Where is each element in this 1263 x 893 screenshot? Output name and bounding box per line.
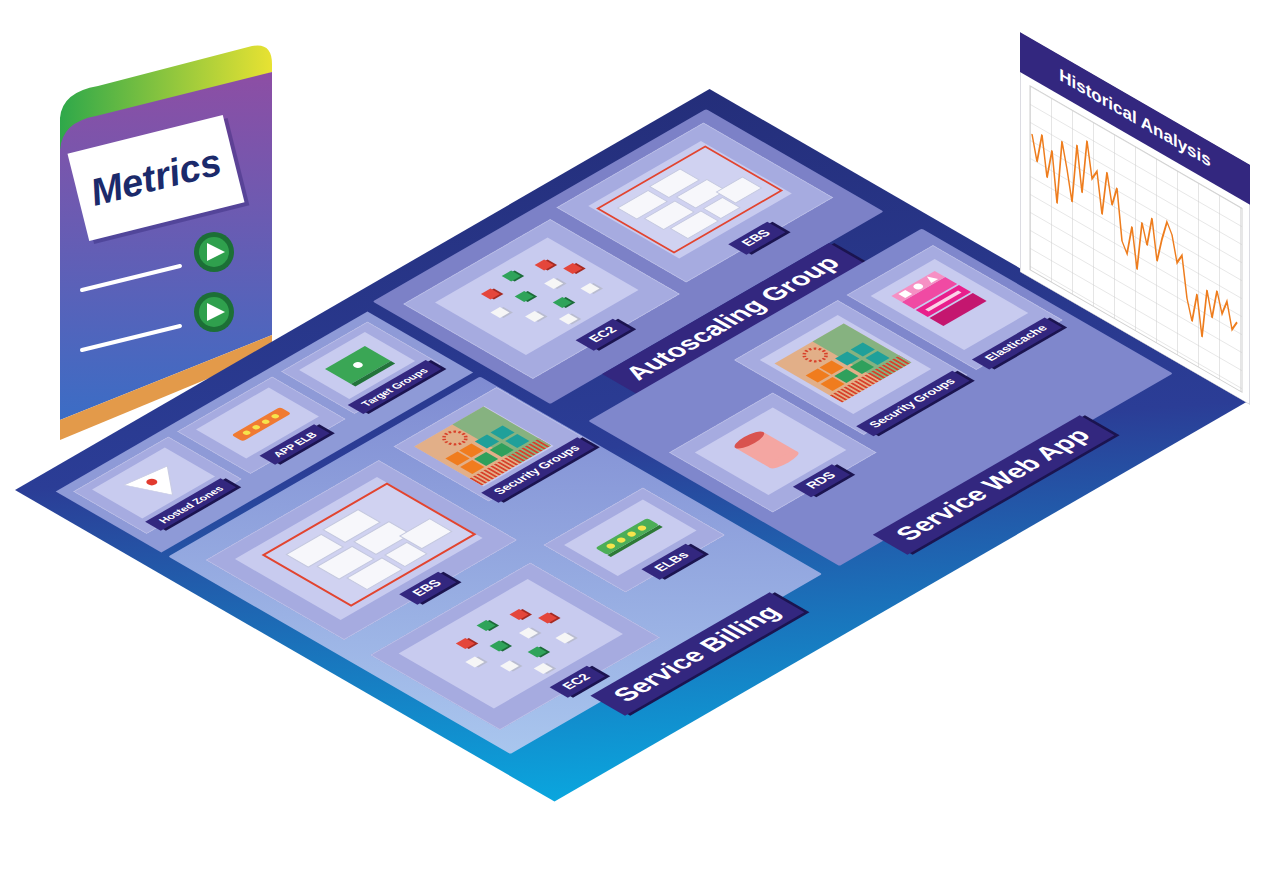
app-elb-icon xyxy=(232,407,292,442)
tile-inset xyxy=(92,131,1103,715)
check-button xyxy=(207,303,225,321)
tile-inset xyxy=(299,332,415,399)
tile-inset xyxy=(695,408,847,496)
app-elb-icon xyxy=(241,430,251,436)
chart-grid xyxy=(1030,86,1242,392)
check-button xyxy=(194,292,234,332)
app-elb-icon xyxy=(251,424,261,430)
group-label: Service Web App xyxy=(873,415,1114,554)
resource-icons xyxy=(464,248,627,342)
tile-inset xyxy=(399,579,623,709)
tile-inset xyxy=(92,448,215,519)
panel-title: Historical Analysis xyxy=(1059,65,1211,172)
target-group-icon xyxy=(325,346,395,387)
elasticache-icon xyxy=(911,283,925,291)
label-tab: Metrics xyxy=(86,141,226,216)
label-tab: EC2 xyxy=(576,319,632,351)
list-line xyxy=(82,266,180,290)
check-button xyxy=(194,292,234,332)
chart-body xyxy=(1020,32,1250,405)
check-button xyxy=(194,232,234,272)
elasticache-icon xyxy=(923,275,938,284)
metrics-card: Metrics xyxy=(67,115,244,241)
resource-icons xyxy=(595,518,663,557)
rds-icon xyxy=(730,429,768,451)
tile-inset xyxy=(414,406,553,487)
label-tab: Service Web App xyxy=(873,415,1114,554)
tile-inset xyxy=(564,500,696,577)
app-elb-icon xyxy=(261,419,271,425)
tile-inset xyxy=(588,141,792,259)
hosted-zone-icon xyxy=(124,463,195,504)
tile-inset xyxy=(196,388,319,459)
elasticache-icon xyxy=(891,271,986,326)
rds-icon xyxy=(730,429,802,471)
tile-inset xyxy=(760,315,931,414)
panel-title: Metrics xyxy=(86,141,226,216)
hosted-zone-icon xyxy=(124,463,195,504)
resource-icons xyxy=(263,484,474,606)
resource-label: EC2 xyxy=(576,319,632,351)
check-button xyxy=(207,243,225,261)
label-tab: EBS xyxy=(728,222,785,255)
app-elb-icon xyxy=(270,413,280,419)
elasticache-icon xyxy=(891,271,945,302)
check-button xyxy=(194,232,234,272)
tile-inset xyxy=(235,477,483,620)
rds-icon xyxy=(766,450,802,471)
elasticache-icon xyxy=(898,290,912,298)
app-elb-icon xyxy=(232,407,292,442)
resource-icons xyxy=(414,407,551,486)
target-group-icon xyxy=(351,361,395,387)
target-group-icon xyxy=(351,361,365,369)
list-line xyxy=(82,326,180,350)
resource-icons xyxy=(439,598,602,692)
chart-line xyxy=(1032,109,1237,357)
elasticache-icon xyxy=(925,291,961,312)
check-button xyxy=(199,237,229,267)
check-button xyxy=(199,297,229,327)
resource-icons xyxy=(598,147,782,253)
resource-label: EBS xyxy=(728,222,785,255)
hosted-zone-icon xyxy=(144,478,160,487)
target-group-icon xyxy=(325,346,391,384)
resource-icons xyxy=(774,324,911,403)
label-tab: Historical Analysis xyxy=(1059,65,1211,172)
tile-inset xyxy=(435,238,639,356)
tile-inset xyxy=(871,259,1029,350)
